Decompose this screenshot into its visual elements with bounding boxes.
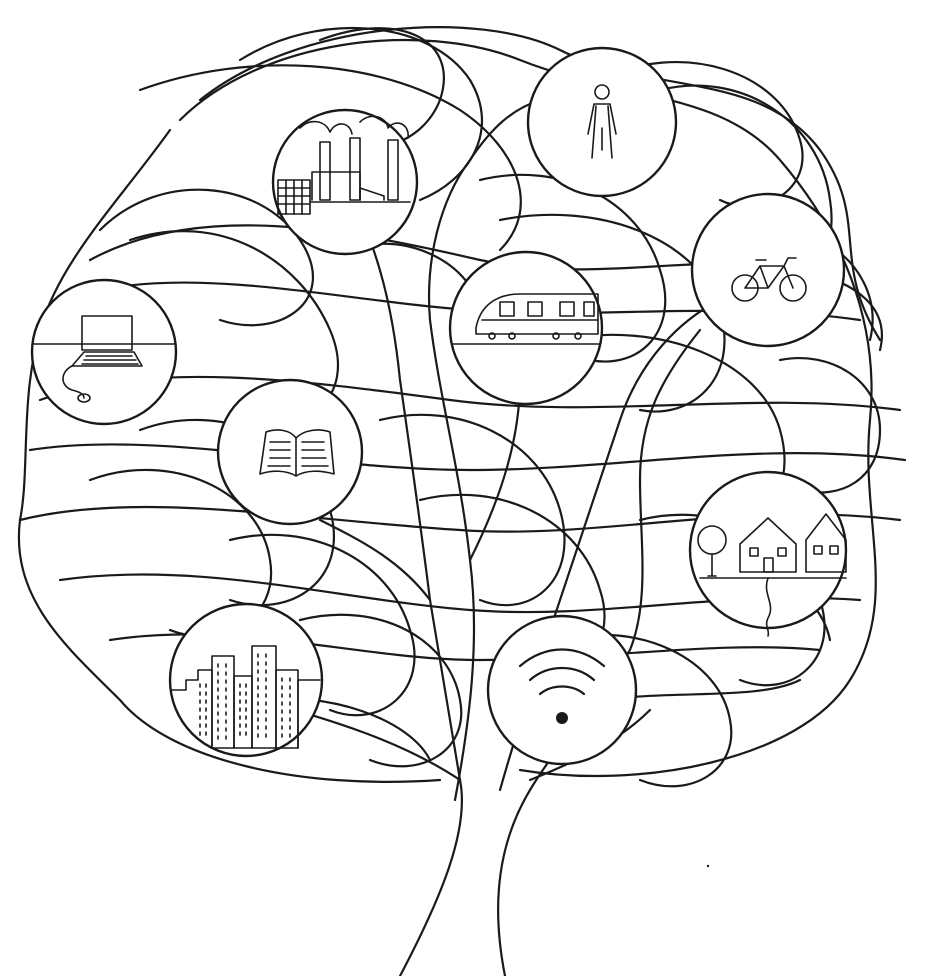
ink-speck xyxy=(706,864,710,868)
person-medallion xyxy=(526,46,678,198)
computer-medallion xyxy=(30,278,178,426)
city-buildings-icon xyxy=(171,645,321,749)
book-medallion xyxy=(216,378,364,526)
bicycle-medallion xyxy=(690,192,846,348)
person-icon xyxy=(587,84,617,159)
wifi-icon xyxy=(518,648,606,724)
factory-medallion xyxy=(271,108,419,256)
train-medallion xyxy=(448,250,604,406)
train-icon xyxy=(451,293,601,345)
houses-medallion xyxy=(688,470,848,637)
laptop-computer-icon xyxy=(33,315,177,403)
city-medallion xyxy=(168,602,324,758)
factory-icon xyxy=(277,115,411,215)
bicycle-icon xyxy=(731,257,807,302)
open-book-icon xyxy=(259,429,335,477)
wifi-medallion xyxy=(486,614,638,766)
houses-icon xyxy=(697,513,847,637)
